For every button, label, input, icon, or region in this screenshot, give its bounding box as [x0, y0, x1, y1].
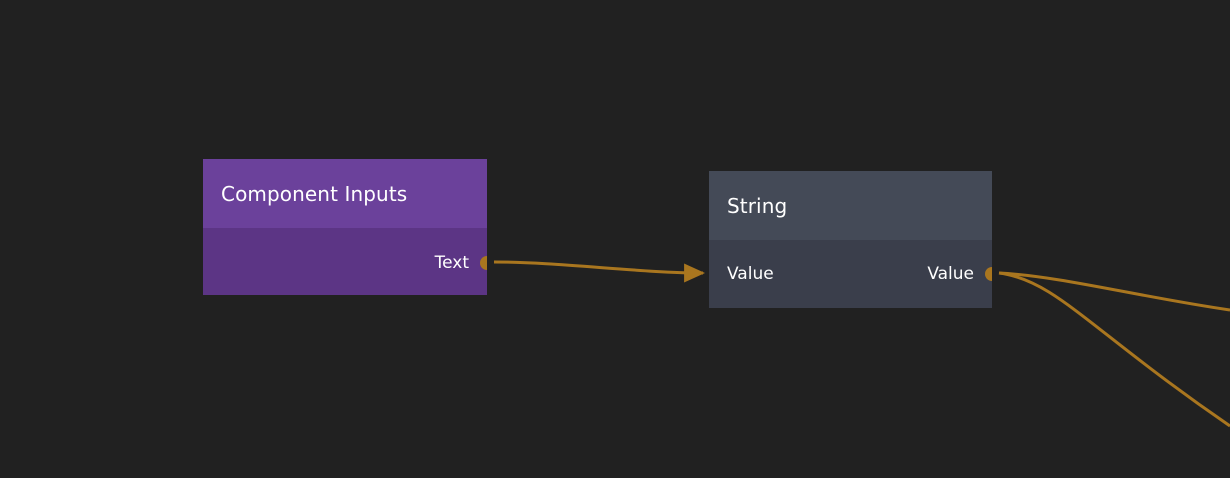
output-port-row-text[interactable]: Text: [203, 240, 487, 286]
output-port-dot-text[interactable]: [480, 256, 487, 270]
node-component-inputs[interactable]: Component Inputs Text: [203, 159, 487, 295]
node-title: Component Inputs: [221, 181, 408, 206]
edge-value-out-upper[interactable]: [998, 271, 1230, 312]
edge-text-to-value[interactable]: [493, 260, 706, 283]
output-port-dot-value[interactable]: [985, 267, 992, 281]
port-row-value[interactable]: Value Value: [709, 251, 992, 297]
output-port-label-value: Value: [927, 263, 974, 284]
node-header-component-inputs[interactable]: Component Inputs: [203, 159, 487, 228]
node-title: String: [727, 193, 788, 218]
node-header-string[interactable]: String: [709, 171, 992, 240]
node-body-string: Value Value: [709, 251, 992, 308]
output-port-label-text: Text: [434, 252, 469, 273]
node-body-component-inputs: Text: [203, 240, 487, 295]
edge-value-out-lower[interactable]: [998, 271, 1230, 428]
input-port-label-value: Value: [727, 263, 774, 284]
node-string[interactable]: String Value Value: [709, 171, 992, 308]
